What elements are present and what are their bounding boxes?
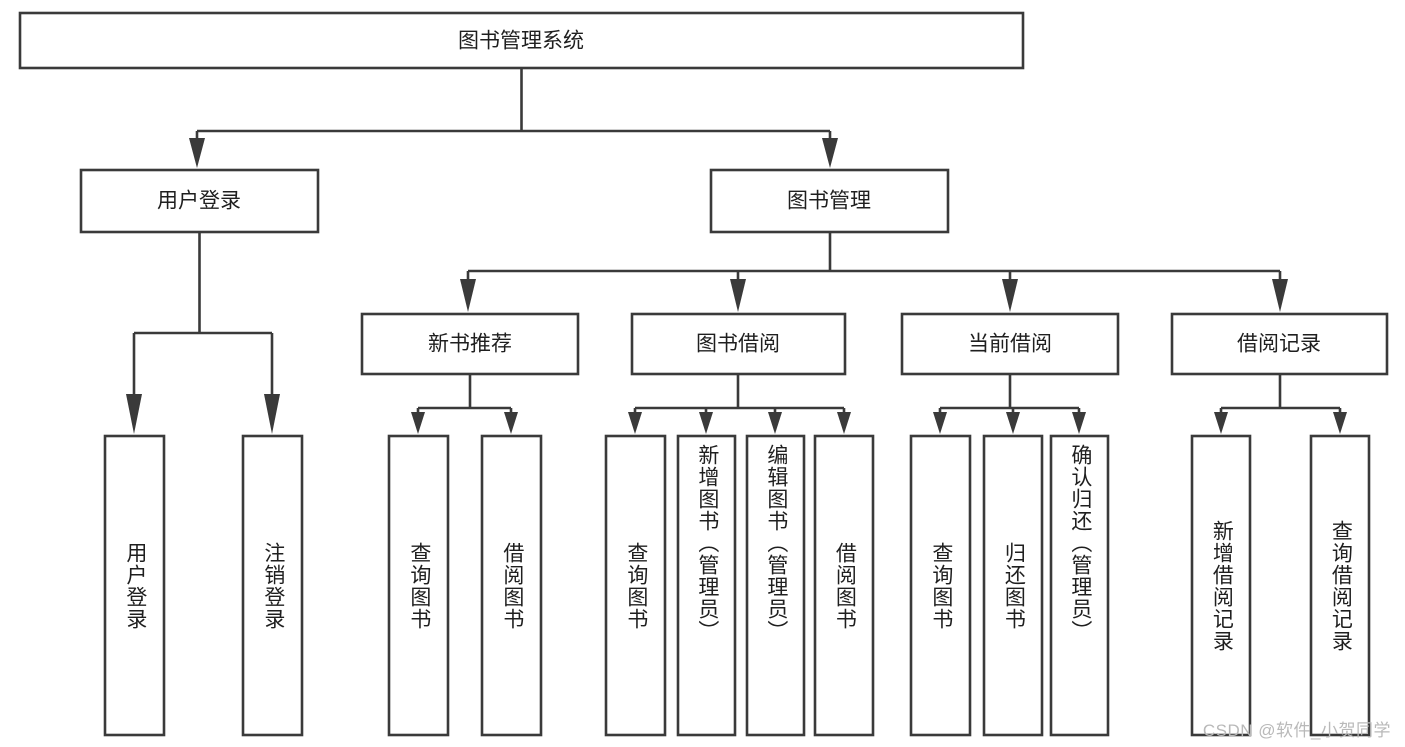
- node-leaf-query-book-borrow-box[interactable]: [604, 434, 667, 737]
- arrow-head-leaf-query-book-current: [933, 412, 947, 434]
- node-book-borrow-label: 图书借阅: [696, 333, 780, 356]
- node-leaf-edit-book-box[interactable]: [745, 434, 806, 737]
- arrow-head-leaf-edit-book: [768, 412, 782, 434]
- node-new-book-rec-label: 新书推荐: [428, 333, 512, 356]
- arrow-head-leaf-query-book-borrow: [628, 412, 642, 434]
- node-leaf-user-login-box[interactable]: [103, 434, 166, 737]
- node-current-borrow-label: 当前借阅: [968, 333, 1052, 356]
- node-leaf-add-book-box[interactable]: [676, 434, 737, 737]
- connector-group-borrow-record-to-leaves: [1214, 374, 1347, 434]
- node-borrow-record-box[interactable]: [1170, 312, 1389, 376]
- connector-group-current-borrow-to-leaves: [933, 374, 1086, 434]
- node-new-book-rec[interactable]: 新书推荐: [360, 312, 580, 376]
- node-leaf-logout-box[interactable]: [241, 434, 304, 737]
- node-book-manage-box[interactable]: [709, 168, 950, 234]
- arrow-head-leaf-query-book-rec: [411, 412, 425, 434]
- arrow-head-user-login: [189, 138, 205, 168]
- node-leaf-borrow-book-box[interactable]: [813, 434, 875, 737]
- node-book-borrow[interactable]: 图书借阅: [630, 312, 847, 376]
- node-leaf-add-record-box[interactable]: [1190, 434, 1252, 737]
- node-new-book-rec-box[interactable]: [360, 312, 580, 376]
- node-leaf-query-book-current-box[interactable]: [909, 434, 972, 737]
- connector-group-book-borrow-to-leaves: [628, 374, 851, 434]
- node-root[interactable]: 图书管理系统: [18, 11, 1025, 70]
- node-root-label: 图书管理系统: [458, 30, 584, 53]
- node-book-borrow-box[interactable]: [630, 312, 847, 376]
- node-current-borrow-box[interactable]: [900, 312, 1120, 376]
- arrow-head-leaf-user-login: [126, 394, 142, 434]
- arrow-head-leaf-borrow-book-rec: [504, 412, 518, 434]
- csdn-watermark: CSDN @软件_小贺同学: [1202, 721, 1391, 740]
- arrow-head-leaf-confirm-return: [1072, 412, 1086, 434]
- node-book-manage-label: 图书管理: [787, 190, 871, 213]
- arrow-head-borrow-record: [1272, 279, 1288, 312]
- node-book-manage[interactable]: 图书管理: [709, 168, 950, 234]
- node-borrow-record-label: 借阅记录: [1237, 333, 1321, 356]
- node-user-login[interactable]: 用户登录: [79, 168, 320, 234]
- arrow-head-leaf-add-record: [1214, 412, 1228, 434]
- node-leaf-query-book-rec-box[interactable]: [387, 434, 450, 737]
- connector-group-book-manage-to-level3: [460, 232, 1288, 312]
- node-user-login-label: 用户登录: [157, 190, 241, 213]
- node-root-box[interactable]: [18, 11, 1025, 70]
- arrow-head-leaf-logout: [264, 394, 280, 434]
- connector-group-new-book-rec-to-leaves: [411, 374, 518, 434]
- node-leaf-borrow-book-rec-box[interactable]: [480, 434, 543, 737]
- node-user-login-box[interactable]: [79, 168, 320, 234]
- arrow-head-leaf-return-book: [1006, 412, 1020, 434]
- arrow-head-current-borrow: [1002, 279, 1018, 312]
- node-leaf-return-book-box[interactable]: [982, 434, 1044, 737]
- node-current-borrow[interactable]: 当前借阅: [900, 312, 1120, 376]
- arrow-head-book-borrow: [730, 279, 746, 312]
- node-leaf-confirm-return-box[interactable]: [1049, 434, 1110, 737]
- arrow-head-leaf-borrow-book: [837, 412, 851, 434]
- connector-group-root-to-level2: [189, 68, 838, 168]
- arrow-head-leaf-add-book: [699, 412, 713, 434]
- arrow-head-leaf-query-record: [1333, 412, 1347, 434]
- node-leaf-query-record-box[interactable]: [1309, 434, 1371, 737]
- arrow-head-book-manage: [822, 138, 838, 168]
- leaf-boxes-group: [103, 434, 1371, 737]
- node-borrow-record[interactable]: 借阅记录: [1170, 312, 1389, 376]
- arrow-head-new-book-rec: [460, 279, 476, 312]
- connector-group-user-login-to-leaves: [126, 232, 280, 434]
